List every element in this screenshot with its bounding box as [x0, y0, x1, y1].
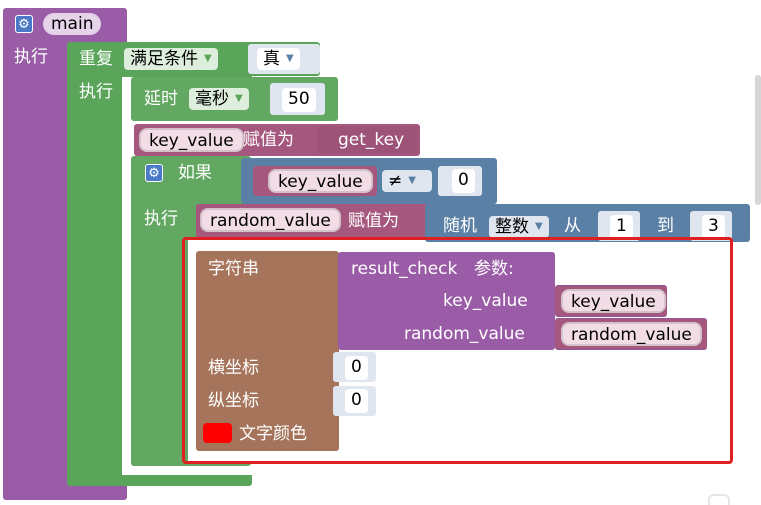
main-title: main: [43, 13, 102, 35]
compare-left-variable[interactable]: key_value: [268, 169, 373, 193]
chevron-down-icon: ▼: [535, 221, 543, 232]
random-value-variable[interactable]: random_value: [200, 208, 341, 232]
assign-random-label: 赋值为: [348, 211, 399, 231]
assign-key-label: 赋值为: [243, 130, 294, 150]
chevron-down-icon: ▼: [408, 175, 416, 186]
x-coord-label: 横坐标: [208, 358, 259, 378]
repeat-value-dropdown[interactable]: 真▼: [257, 48, 300, 70]
result-check-func: result_check: [351, 259, 458, 279]
if-exec-label: 执行: [144, 209, 178, 229]
delay-label: 延时: [144, 89, 178, 109]
get-key-func[interactable]: get_key: [338, 130, 405, 150]
y-coord-label: 纵坐标: [208, 391, 259, 411]
chevron-down-icon: ▼: [286, 53, 294, 64]
gear-icon[interactable]: ⚙: [145, 164, 163, 182]
repeat-exec-label: 执行: [79, 82, 113, 102]
random-from-label: 从: [564, 216, 581, 236]
gear-icon[interactable]: ⚙: [15, 15, 33, 33]
key-value-variable[interactable]: key_value: [139, 128, 244, 152]
y-coord-value[interactable]: 0: [345, 389, 368, 413]
result-check-block[interactable]: [338, 252, 555, 350]
highlight-box: [182, 237, 733, 464]
string-label: 字符串: [208, 259, 259, 279]
x-coord-value[interactable]: 0: [345, 356, 368, 380]
string-block[interactable]: [196, 251, 339, 451]
repeat-value-text: 真: [263, 49, 280, 69]
compare-right-value[interactable]: 0: [452, 169, 475, 193]
trash-icon[interactable]: [708, 494, 730, 505]
compare-op-text: ≠: [388, 171, 403, 191]
param1-variable[interactable]: key_value: [561, 289, 666, 313]
delay-unit-text: 毫秒: [195, 89, 229, 109]
text-color-swatch[interactable]: [203, 423, 232, 443]
random-type-text: 整数: [495, 217, 529, 237]
text-color-label: 文字颜色: [239, 424, 307, 444]
random-from-value[interactable]: 1: [610, 215, 633, 239]
random-to-label: 到: [657, 216, 674, 236]
random-to-value[interactable]: 3: [702, 215, 725, 239]
delay-unit-dropdown[interactable]: 毫秒 ▼: [189, 88, 249, 110]
param2-variable[interactable]: random_value: [561, 322, 702, 346]
repeat-condition-dropdown[interactable]: 满足条件 ▼: [124, 48, 218, 70]
delay-value-field[interactable]: 50: [282, 88, 316, 112]
result-check-params-label: 参数:: [474, 259, 514, 279]
repeat-condition-text: 满足条件: [130, 49, 198, 69]
random-label: 随机: [443, 216, 477, 236]
param1-label: key_value: [443, 291, 528, 311]
param2-label: random_value: [404, 324, 525, 344]
chevron-down-icon: ▼: [235, 93, 243, 104]
vertical-scrollbar[interactable]: [755, 75, 761, 205]
repeat-label: 重复: [79, 49, 113, 69]
if-label: 如果: [178, 163, 212, 183]
chevron-down-icon: ▼: [204, 53, 212, 64]
compare-op-dropdown[interactable]: ≠▼: [382, 170, 432, 192]
random-type-dropdown[interactable]: 整数 ▼: [489, 216, 549, 238]
main-exec-label: 执行: [14, 47, 48, 67]
